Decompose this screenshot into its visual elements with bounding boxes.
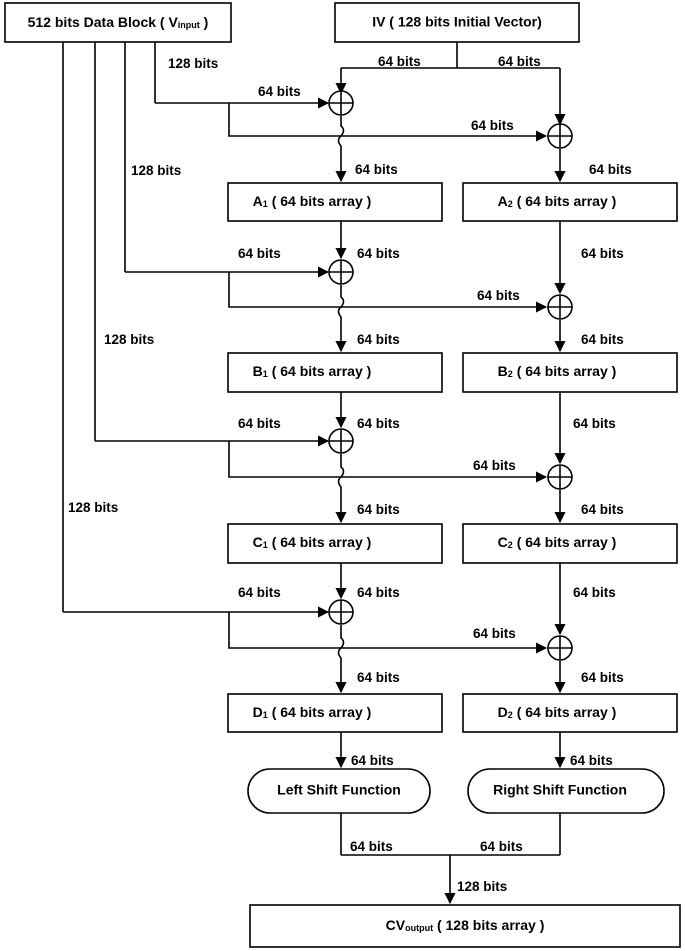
edge-label: 64 bits bbox=[581, 246, 624, 261]
array-b2 bbox=[462, 352, 678, 393]
xor-1-left bbox=[328, 90, 354, 116]
edge-label: 64 bits bbox=[480, 839, 523, 854]
array-d2 bbox=[462, 693, 678, 733]
array-a1 bbox=[227, 182, 443, 222]
edge-label: 128 bits bbox=[168, 56, 218, 71]
edge-label: 128 bits bbox=[131, 163, 181, 178]
xor-1-right bbox=[547, 123, 573, 149]
feed-3-to-right-xor bbox=[228, 441, 548, 483]
xor-4-left bbox=[328, 599, 354, 625]
right-shift-function-label: Right Shift Function bbox=[493, 782, 627, 798]
edge-label: 64 bits bbox=[589, 162, 632, 177]
iv-block bbox=[334, 2, 580, 43]
xor-2-left bbox=[328, 259, 354, 285]
edge-label: 64 bits bbox=[473, 458, 516, 473]
edge-label: 64 bits bbox=[238, 416, 281, 431]
array-b1-label: B1 ( 64 bits array ) bbox=[253, 363, 372, 380]
iv-block-label: IV ( 128 bits Initial Vector) bbox=[372, 14, 542, 30]
array-a2 bbox=[462, 182, 678, 222]
edge-label: 64 bits bbox=[581, 670, 624, 685]
edge-label: 64 bits bbox=[238, 585, 281, 600]
edge-label: 64 bits bbox=[570, 753, 613, 768]
edge-label: 64 bits bbox=[357, 246, 400, 261]
array-c1 bbox=[227, 523, 443, 564]
edge-label: 64 bits bbox=[357, 502, 400, 517]
output-block bbox=[249, 904, 681, 948]
xor3-to-c1 bbox=[335, 454, 347, 524]
edge-label: 64 bits bbox=[357, 670, 400, 685]
edge-label: 128 bits bbox=[68, 500, 118, 515]
edge-label: 64 bits bbox=[357, 585, 400, 600]
right-shift-function bbox=[467, 768, 665, 814]
edge-label: 64 bits bbox=[350, 839, 393, 854]
xor2-to-b1 bbox=[335, 285, 347, 353]
input-data-block bbox=[4, 2, 232, 43]
edge-label: 64 bits bbox=[573, 585, 616, 600]
xor-3-left bbox=[328, 428, 354, 454]
edge-label: 64 bits bbox=[351, 753, 394, 768]
output-block-label: CVoutput ( 128 bits array ) bbox=[386, 917, 545, 934]
array-a1-label: A1 ( 64 bits array ) bbox=[253, 193, 372, 210]
array-c1-label: C1 ( 64 bits array ) bbox=[253, 534, 372, 551]
array-b1 bbox=[227, 352, 443, 393]
array-c2-label: C2 ( 64 bits array ) bbox=[498, 534, 617, 551]
xor-3-right bbox=[547, 464, 573, 490]
edge-label: 64 bits bbox=[573, 416, 616, 431]
edge-label: 64 bits bbox=[473, 626, 516, 641]
edge-label: 64 bits bbox=[357, 416, 400, 431]
array-c2 bbox=[462, 523, 678, 564]
xor-4-right bbox=[547, 635, 573, 661]
array-d1 bbox=[227, 693, 443, 733]
edge-label: 64 bits bbox=[355, 162, 398, 177]
array-b2-label: B2 ( 64 bits array ) bbox=[498, 363, 617, 380]
xor-2-right bbox=[547, 294, 573, 320]
feed-4-to-right-xor bbox=[228, 612, 548, 654]
input-data-block-label: 512 bits Data Block ( Vinput ) bbox=[28, 14, 209, 31]
feed-1-to-right-xor bbox=[228, 103, 548, 142]
edge-label: 64 bits bbox=[477, 288, 520, 303]
edge-label: 128 bits bbox=[457, 879, 507, 894]
xor1-to-a1 bbox=[335, 116, 347, 183]
array-a2-label: A2 ( 64 bits array ) bbox=[498, 193, 617, 210]
edge-label: 64 bits bbox=[581, 502, 624, 517]
feed-2-to-right-xor bbox=[228, 272, 548, 313]
edge-label: 64 bits bbox=[258, 84, 301, 99]
edge-label: 64 bits bbox=[378, 54, 421, 69]
array-d1-label: D1 ( 64 bits array ) bbox=[253, 704, 372, 721]
edge-label: 64 bits bbox=[357, 332, 400, 347]
edge-label: 64 bits bbox=[238, 246, 281, 261]
edge-label: 128 bits bbox=[104, 332, 154, 347]
array-d2-label: D2 ( 64 bits array ) bbox=[498, 704, 617, 721]
edge-label: 64 bits bbox=[581, 332, 624, 347]
xor4-to-d1 bbox=[335, 625, 347, 694]
left-shift-function bbox=[247, 768, 431, 814]
edge-label: 64 bits bbox=[471, 118, 514, 133]
edge-label: 64 bits bbox=[498, 54, 541, 69]
left-shift-function-label: Left Shift Function bbox=[277, 782, 401, 798]
